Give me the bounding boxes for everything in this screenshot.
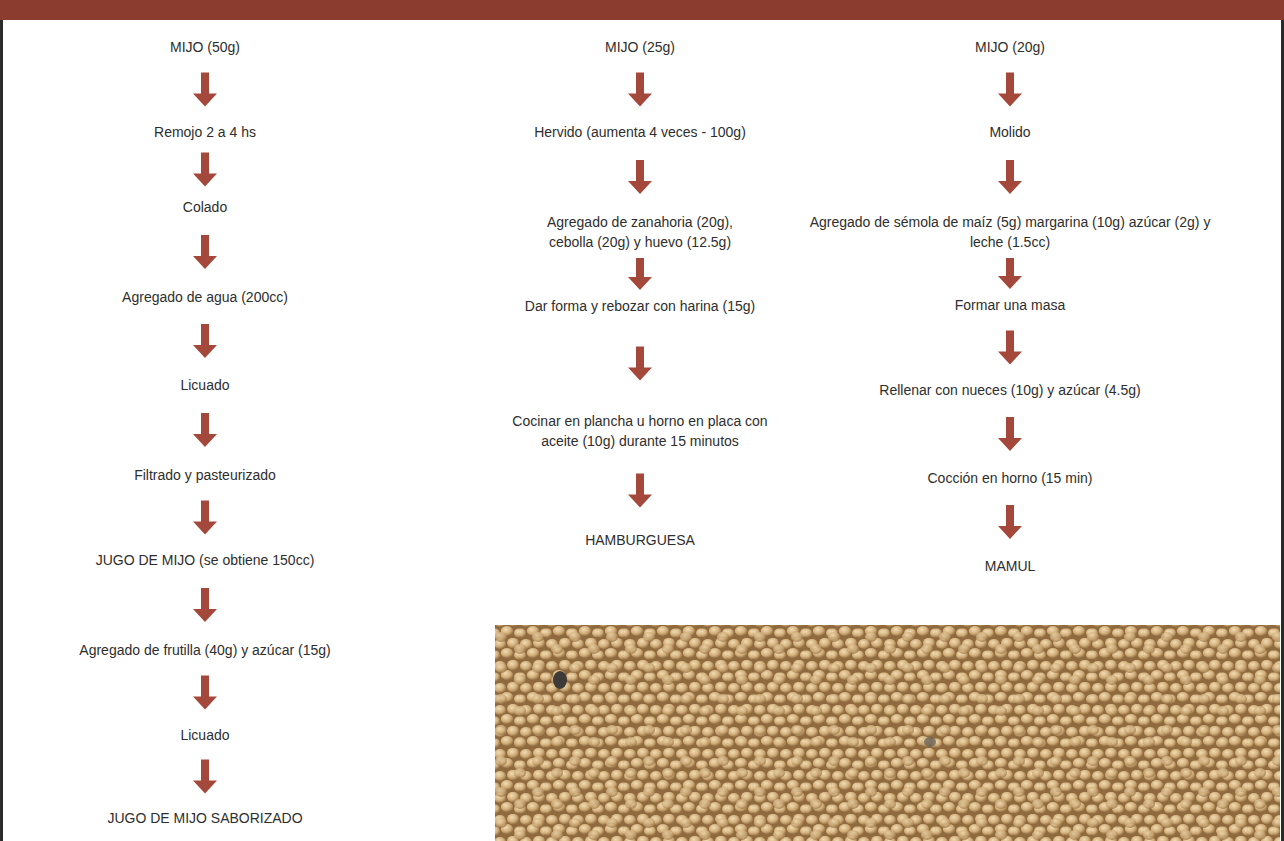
- flow-arrow: [998, 73, 1022, 107]
- flow-arrow: [998, 258, 1022, 289]
- step-label: Dar forma y rebozar con harina (15g): [525, 296, 755, 316]
- step-label: Hervido (aumenta 4 veces - 100g): [534, 122, 746, 142]
- step-label: MIJO (25g): [605, 37, 675, 57]
- flow-arrow: [193, 413, 217, 447]
- step-text: Colado: [179, 195, 231, 219]
- millet-photo: [495, 625, 1280, 841]
- flow-arrow: [193, 73, 217, 107]
- step-text: Licuado: [176, 723, 233, 747]
- flow-arrow: [628, 73, 652, 107]
- step-label: Rellenar con nueces (10g) y azúcar (4.5g…: [879, 380, 1140, 400]
- flow-arrow: [628, 347, 652, 381]
- step-label: Licuado: [180, 375, 229, 395]
- step-label: JUGO DE MIJO (se obtiene 150cc): [96, 550, 315, 570]
- step-label: MAMUL: [985, 556, 1036, 576]
- step-label: Cocinar en plancha u horno en placa con …: [509, 411, 771, 451]
- flow-arrow: [998, 505, 1022, 539]
- step-label: HAMBURGUESA: [585, 530, 695, 550]
- step-text: MAMUL: [981, 554, 1040, 578]
- step-label: MIJO (50g): [170, 37, 240, 57]
- step-label: Cocción en horno (15 min): [928, 468, 1093, 488]
- flow-arrow: [628, 160, 652, 194]
- step-text: Agregado de frutilla (40g) y azúcar (15g…: [75, 638, 334, 662]
- step-label: Agregado de agua (200cc): [122, 287, 288, 307]
- step-label: Formar una masa: [955, 295, 1065, 315]
- step-text: Cocinar en plancha u horno en placa con …: [505, 409, 775, 453]
- flow-arrow: [628, 474, 652, 508]
- page-frame: [0, 20, 1284, 841]
- step-text: Dar forma y rebozar con harina (15g): [521, 294, 759, 318]
- step-label: Colado: [183, 197, 227, 217]
- step-text: HAMBURGUESA: [581, 528, 699, 552]
- step-text: Hervido (aumenta 4 veces - 100g): [530, 120, 750, 144]
- flow-arrow: [193, 760, 217, 794]
- step-label: Remojo 2 a 4 hs: [154, 122, 256, 142]
- step-text: JUGO DE MIJO (se obtiene 150cc): [92, 548, 319, 572]
- step-text: MIJO (20g): [971, 35, 1049, 59]
- step-text: MIJO (50g): [166, 35, 244, 59]
- step-text: Filtrado y pasteurizado: [130, 463, 280, 487]
- step-label: Agregado de zanahoria (20g), cebolla (20…: [532, 212, 749, 252]
- step-text: Rellenar con nueces (10g) y azúcar (4.5g…: [875, 378, 1144, 402]
- flow-arrow: [193, 588, 217, 622]
- step-text: Cocción en horno (15 min): [924, 466, 1097, 490]
- flow-arrow: [193, 676, 217, 710]
- flow-arrow: [193, 501, 217, 535]
- step-text: JUGO DE MIJO SABORIZADO: [103, 806, 306, 830]
- step-label: Agregado de frutilla (40g) y azúcar (15g…: [79, 640, 330, 660]
- flow-arrow: [193, 235, 217, 269]
- step-text: Licuado: [176, 373, 233, 397]
- flow-arrow: [628, 258, 652, 290]
- step-label: JUGO DE MIJO SABORIZADO: [107, 808, 302, 828]
- step-text: Remojo 2 a 4 hs: [150, 120, 260, 144]
- step-text: Agregado de agua (200cc): [118, 285, 292, 309]
- flow-arrow: [998, 160, 1022, 194]
- step-text: Molido: [985, 120, 1034, 144]
- step-text: Agregado de zanahoria (20g), cebolla (20…: [528, 210, 753, 254]
- step-label: Licuado: [180, 725, 229, 745]
- step-label: Agregado de sémola de maíz (5g) margarin…: [804, 212, 1216, 252]
- flow-arrow: [998, 331, 1022, 365]
- flow-arrow: [998, 417, 1022, 451]
- step-label: Filtrado y pasteurizado: [134, 465, 276, 485]
- step-label: Molido: [989, 122, 1030, 142]
- flow-arrow: [193, 324, 217, 358]
- flow-arrow: [193, 153, 217, 187]
- header-band: [0, 0, 1284, 20]
- step-text: Agregado de sémola de maíz (5g) margarin…: [800, 210, 1220, 254]
- step-text: MIJO (25g): [601, 35, 679, 59]
- step-text: Formar una masa: [951, 293, 1069, 317]
- step-label: MIJO (20g): [975, 37, 1045, 57]
